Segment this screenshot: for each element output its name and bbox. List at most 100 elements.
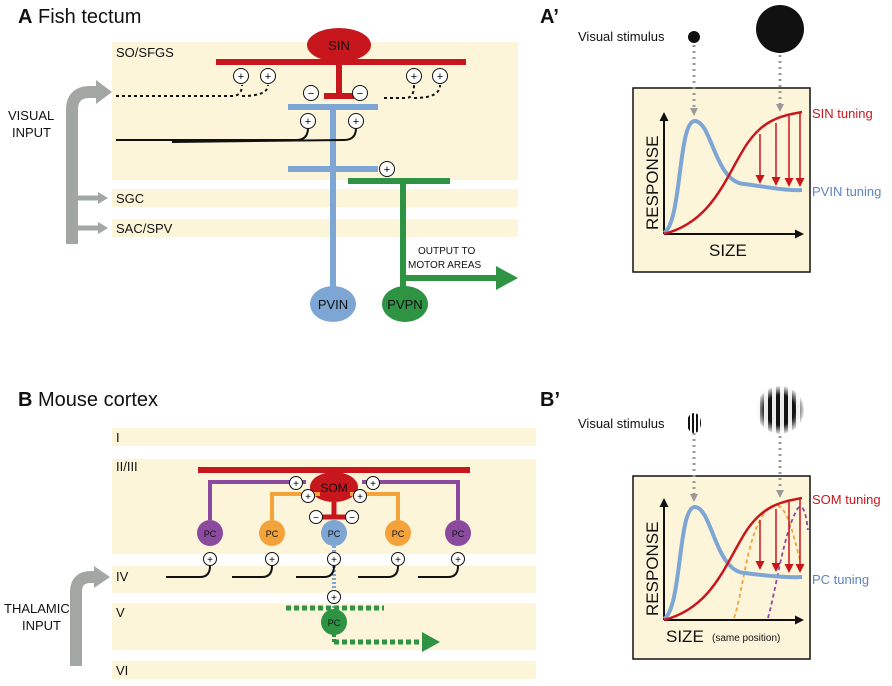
minus-synapse: −: [352, 85, 368, 101]
pc-cell-purple: PC: [445, 520, 471, 546]
thalamic-axon: [418, 565, 459, 578]
minus-synapse: −: [345, 510, 359, 524]
x-axis-label-a: SIZE: [709, 241, 747, 260]
visual-input-label-2: INPUT: [12, 125, 51, 140]
input-branch-sac-head: [98, 222, 108, 234]
svg-text:PC: PC: [452, 529, 465, 539]
pc-tuning-label: PC tuning: [812, 572, 869, 587]
plus-synapse: +: [265, 552, 279, 566]
svg-text:+: +: [305, 116, 311, 128]
som-soma: [310, 472, 358, 502]
panel-a-prime: A’ Visual stimulus RESPONSE SIZE SIN tun…: [540, 5, 881, 273]
plus-synapse: +: [327, 552, 341, 566]
layer5-pc-soma: [321, 609, 347, 635]
plus-synapse: +: [353, 489, 367, 503]
layer5-pc-label: PC: [328, 618, 341, 628]
svg-text:+: +: [370, 479, 376, 490]
som-tuning-label: SOM tuning: [812, 492, 881, 507]
plus-synapse: +: [260, 68, 276, 84]
layer-label-1: I: [116, 430, 120, 445]
minus-synapse: −: [303, 85, 319, 101]
visual-stimulus-label-a: Visual stimulus: [578, 29, 665, 44]
visual-input-label-1: VISUAL: [8, 108, 54, 123]
band-sac-spv: [112, 219, 518, 237]
synapse-markers-b: + + + + − − + + + + + +: [203, 476, 465, 604]
sin-tuning-curve: [663, 110, 803, 236]
visual-input-arrowhead: [96, 80, 112, 104]
plus-synapse: +: [203, 552, 217, 566]
thalamic-input-trunk: [70, 571, 94, 666]
small-grating-stimulus: [687, 413, 701, 433]
panel-a-prime-letter: A’: [540, 6, 559, 28]
plus-synapse: +: [233, 68, 249, 84]
svg-text:−: −: [308, 88, 314, 100]
svg-text:PC: PC: [392, 529, 405, 539]
svg-text:+: +: [384, 164, 390, 176]
svg-text:+: +: [305, 492, 311, 503]
svg-text:+: +: [395, 555, 401, 566]
thalamic-axon: [358, 565, 399, 578]
svg-text:+: +: [331, 555, 337, 566]
svg-text:+: +: [455, 555, 461, 566]
pc-tuning-curve: [662, 505, 803, 621]
output-label-1: OUTPUT TO: [418, 246, 475, 257]
pvin-label: PVIN: [318, 297, 348, 312]
band-layer-1: [112, 428, 536, 446]
svg-text:+: +: [353, 116, 359, 128]
pvin-soma: [310, 286, 356, 322]
svg-text:−: −: [357, 88, 363, 100]
svg-text:+: +: [269, 555, 275, 566]
x-axis-label-b: SIZE: [666, 627, 704, 646]
svg-text:+: +: [293, 479, 299, 490]
large-grating-stimulus: [755, 385, 805, 435]
thalamic-input-label-2: INPUT: [22, 618, 61, 633]
thalamic-axon: [296, 565, 335, 578]
thalamic-input-arrowhead: [94, 566, 110, 588]
layer-label-2-3: II/III: [116, 459, 138, 474]
synapse-markers-a: + + + + − − + + +: [233, 68, 448, 177]
panel-a-title: Fish tectum: [38, 6, 141, 28]
plus-synapse: +: [451, 552, 465, 566]
layer-label-so-sfgs: SO/SFGS: [116, 45, 174, 60]
pc-cell-orange: PC: [259, 520, 285, 546]
plus-synapse: +: [406, 68, 422, 84]
y-axis-label-a: RESPONSE: [643, 136, 662, 230]
pvin-tuning-label: PVIN tuning: [812, 184, 881, 199]
plus-synapse: +: [379, 161, 395, 177]
pc-dendrite-purple-left: [208, 480, 306, 520]
plus-synapse: +: [432, 68, 448, 84]
pc-cell-purple: PC: [197, 520, 223, 546]
svg-text:+: +: [238, 71, 244, 83]
plus-synapse: +: [366, 476, 380, 490]
pvpn-label: PVPN: [387, 297, 422, 312]
band-layer-4: [112, 566, 536, 593]
output-arrowhead: [496, 266, 518, 290]
pvin-tuning-curve: [662, 119, 803, 235]
svg-text:−: −: [313, 513, 319, 524]
input-axon-dotted-right: [384, 84, 415, 99]
svg-text:+: +: [437, 71, 443, 83]
small-dot-stimulus: [688, 31, 700, 43]
svg-text:+: +: [357, 492, 363, 503]
pc-cell-blue: PC: [321, 520, 347, 546]
plus-synapse: +: [289, 476, 303, 490]
sin-tuning-label: SIN tuning: [812, 106, 873, 121]
svg-text:PC: PC: [328, 529, 341, 539]
layer-label-sgc: SGC: [116, 191, 144, 206]
purple-pc-tuning-curve: [767, 506, 809, 619]
svg-text:+: +: [411, 71, 417, 83]
x-axis-note-b: (same position): [712, 633, 780, 644]
plus-synapse: +: [391, 552, 405, 566]
panel-b: B Mouse cortex I II/III IV V VI THALAMIC…: [4, 389, 536, 679]
layer-label-5: V: [116, 605, 125, 620]
layer-label-6: VI: [116, 663, 128, 678]
large-dot-stimulus: [756, 5, 804, 53]
plus-synapse: +: [327, 590, 341, 604]
som-label: SOM: [320, 481, 347, 495]
svg-text:+: +: [331, 593, 337, 604]
svg-text:PC: PC: [204, 529, 217, 539]
layer5-output-arrowhead: [422, 632, 440, 652]
plus-synapse: +: [348, 113, 364, 129]
visual-input-trunk: [66, 86, 96, 244]
